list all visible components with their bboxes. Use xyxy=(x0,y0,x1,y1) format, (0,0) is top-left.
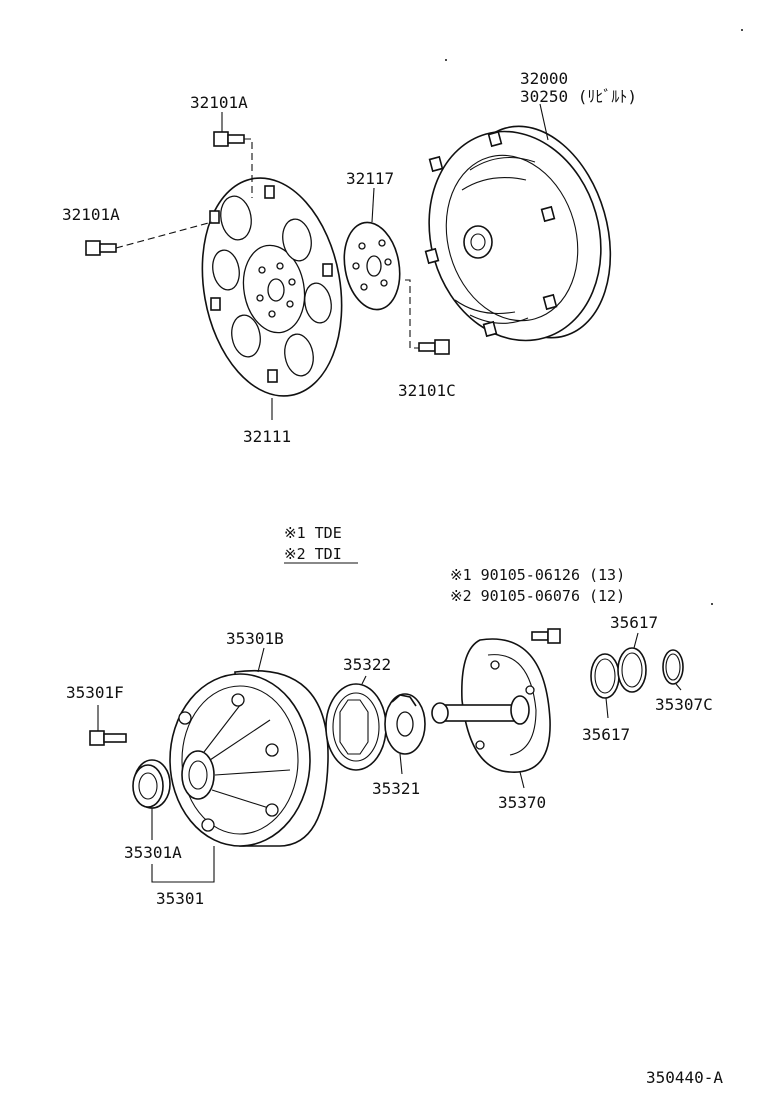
bolt-note-line-1: ※1 90105-06126 (13) xyxy=(450,566,625,584)
bolt-32101c xyxy=(418,339,450,355)
seal-ring-35307c xyxy=(662,649,684,685)
part-label-30250: 30250 (ﾘﾋﾞﾙﾄ) xyxy=(520,87,637,106)
legend-line-1: ※1 TDE xyxy=(284,524,342,542)
part-label-32111: 32111 xyxy=(243,427,291,446)
seal-ring-35617-a xyxy=(590,653,620,699)
bolt-35301f xyxy=(89,730,127,746)
drive-plate xyxy=(201,177,343,397)
seal-ring-35617-b xyxy=(617,647,647,693)
part-label-35321: 35321 xyxy=(372,779,420,798)
bolt-32101a-left xyxy=(85,240,117,256)
drive-gear xyxy=(384,693,426,755)
bolt-9010x xyxy=(531,628,561,644)
part-label-35307c: 35307C xyxy=(655,695,713,714)
part-label-35301: 35301 xyxy=(156,889,204,908)
oil-seal xyxy=(132,759,171,809)
oil-pump-body xyxy=(169,670,329,847)
part-label-35322: 35322 xyxy=(343,655,391,674)
part-label-35301a: 35301A xyxy=(124,843,182,862)
part-label-32101a-left: 32101A xyxy=(62,205,120,224)
bolt-note-line-2: ※2 90105-06076 (12) xyxy=(450,587,625,605)
driven-gear xyxy=(325,683,387,771)
torque-converter xyxy=(424,125,612,342)
stator-shaft xyxy=(431,638,551,773)
part-label-35301b: 35301B xyxy=(226,629,284,648)
bolt-32101a-top xyxy=(213,131,245,147)
part-label-35301f: 35301F xyxy=(66,683,124,702)
part-label-35617-top: 35617 xyxy=(610,613,658,632)
legend-line-2: ※2 TDI xyxy=(284,545,342,563)
part-label-32000: 32000 xyxy=(520,69,568,88)
assembly-line-left xyxy=(115,221,213,249)
figure-id: 350440-A xyxy=(646,1068,723,1087)
part-label-32101c: 32101C xyxy=(398,381,456,400)
part-label-35617-bottom: 35617 xyxy=(582,725,630,744)
part-label-35370: 35370 xyxy=(498,793,546,812)
spacer-plate xyxy=(343,221,401,311)
part-label-32117: 32117 xyxy=(346,169,394,188)
part-label-32101a-top: 32101A xyxy=(190,93,248,112)
assembly-line-right xyxy=(405,279,419,349)
assembly-line-top xyxy=(244,138,253,198)
